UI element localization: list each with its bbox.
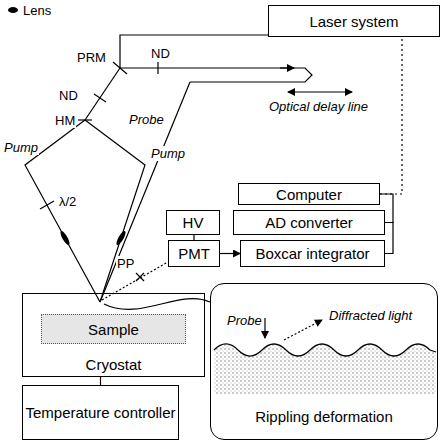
label-text: Pump [3,140,39,155]
label-text: Lens [22,3,52,18]
probe-arrow [264,318,265,338]
converter-box: AD converter [233,210,385,235]
node-text: AD converter [265,214,353,231]
delay-arrow [280,67,294,68]
node-text: Temperature controller [25,404,175,421]
lens-symbol [59,230,71,246]
node-text: Computer [276,186,342,203]
signal-connector [100,377,101,385]
sample-box: Sample [41,314,186,344]
label-text: Diffracted light [328,308,413,323]
label-text: Probe [128,112,165,127]
lens-symbol [115,230,127,246]
label-text: Pump [150,146,186,161]
cryostat-box: Cryostat Sample [22,293,205,377]
laser-beam [120,35,268,68]
label-text: Probe [226,313,263,328]
computer-box: Computer [238,183,380,205]
hv-box: HV [166,210,220,235]
node-text: Cryostat [86,356,142,373]
nd-filter [94,94,106,102]
controller-box: Temperature controller [22,385,179,440]
delay-line-arrow [288,91,352,92]
nd-filter [157,62,158,74]
delay-beam [120,68,312,82]
lens-symbol [8,7,18,13]
node-text: Laser system [309,13,398,30]
ripple-line [214,344,436,356]
label-text: ND [150,46,171,61]
waveplate [40,201,54,209]
node-text: PMT [178,245,210,262]
label-text: HM [54,113,76,128]
leader-curve [104,299,210,310]
ripple-surface [214,344,436,394]
label-text: λ/2 [58,194,77,209]
pump-beam [85,68,120,120]
pump-beam [85,120,145,302]
signal-connector [385,223,393,254]
laser-box: Laser system [268,5,440,37]
integrator-box: Boxcar integrator [240,240,385,267]
pmt-box: PMT [168,240,220,267]
node-text: Boxcar integrator [255,245,369,262]
inset-panel: Rippling deformation [210,283,438,440]
node-text: Rippling deformation [255,408,393,425]
probe-beam [100,82,190,302]
label-text: Optical delay line [268,99,369,114]
signal-connector [380,37,402,194]
diffracted-arrow [284,320,322,340]
signal-connector [380,194,393,223]
node-text: Sample [88,321,139,338]
node-text: HV [183,214,204,231]
pp-mark [136,273,144,281]
label-text: ND [58,88,79,103]
label-text: PRM [76,50,107,65]
label-text: PP [116,256,135,271]
signal-connector [220,253,240,254]
